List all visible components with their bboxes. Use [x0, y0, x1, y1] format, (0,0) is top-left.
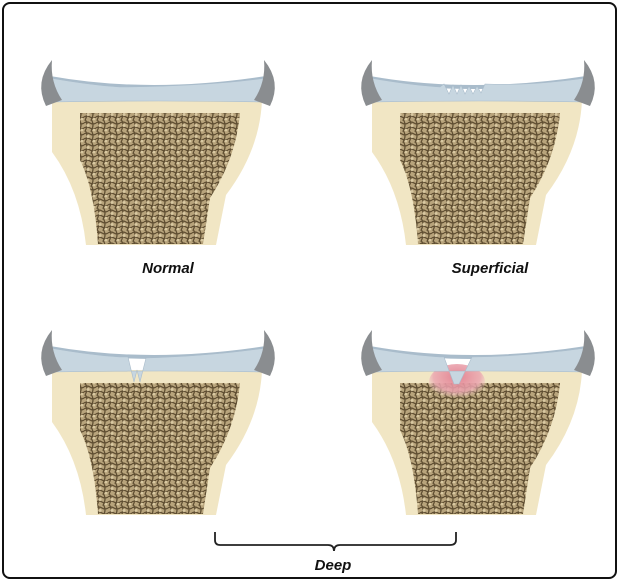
- panel-deep-bone: [361, 330, 595, 515]
- label-normal: Normal: [118, 260, 218, 277]
- label-deep: Deep: [288, 557, 378, 574]
- panel-normal: [41, 60, 275, 245]
- label-superficial: Superficial: [425, 260, 555, 277]
- panel-superficial: [361, 60, 595, 245]
- deep-bracket: [215, 532, 456, 551]
- panel-deep-partial: [41, 330, 275, 515]
